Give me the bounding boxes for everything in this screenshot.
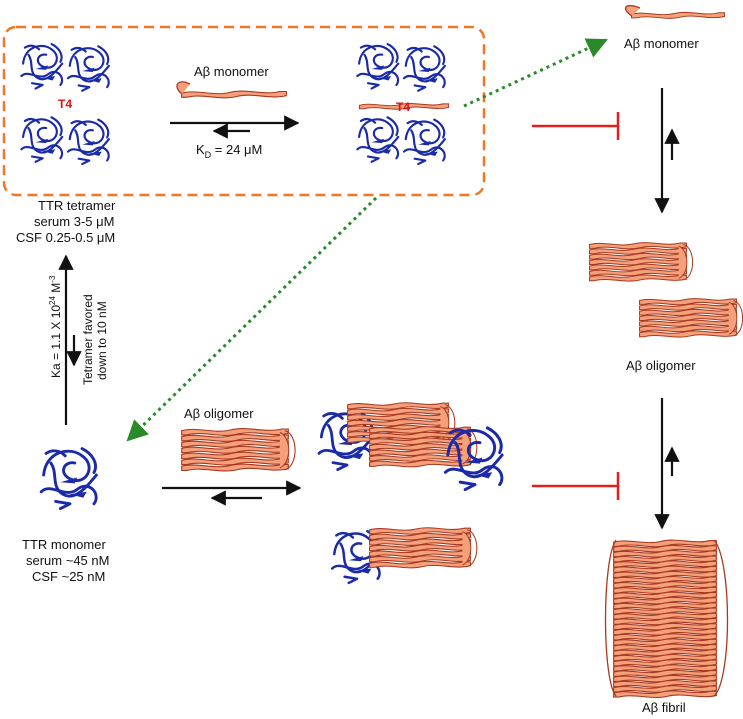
abeta-monomer-box-glyph [176,81,288,99]
abeta-monomer-box-label: Aβ monomer [194,64,269,79]
dotted-arrow-to-monomer [463,38,608,108]
tetramer-complex-box [2,25,486,197]
down-to-label: down to 10 nM [95,301,109,380]
abeta-fibril [604,539,729,699]
abeta-oligomer-right-2 [640,299,743,338]
ttr-tetramer-left: T4 [21,44,109,164]
dotted-arrow-to-ttr-monomer [126,196,378,442]
fibril-strand [612,690,718,699]
t4-left-label: T4 [58,97,72,111]
tetramer-serum-label: serum 3-5 μM [34,214,114,229]
abeta-oligomer-right-label: Aβ oligomer [626,358,696,373]
ttr-monomer [39,447,98,511]
abeta-oligomer-right-1 [590,243,693,282]
tetramer-favored-label: Tetramer favored [81,294,95,385]
ttr-abeta-complex-small [330,528,477,585]
ttr-abeta-complex-large [317,403,504,492]
ttr-tetramer-label: TTR tetramer [38,198,116,213]
ttr-tetramer-right: T4 [357,44,450,164]
abeta-monomer-right-glyph [624,4,726,20]
t4-right-label: T4 [396,100,410,114]
ka-label: Ka = 1.1 X 1024 M-3 [48,275,63,378]
abeta-fibril-label: Aβ fibril [642,700,686,715]
inhibition-bottom [532,472,620,500]
fibril-loop-left [604,539,617,697]
monomer-csf-label: CSF ~25 nM [32,569,105,584]
fibril-loop [713,539,729,697]
abeta-oligomer-mid [182,429,295,471]
abeta-monomer-right-label: Aβ monomer [624,36,699,51]
tetramer-csf-label: CSF 0.25-0.5 μM [16,230,115,245]
monomer-serum-label: serum ~45 nM [26,553,109,568]
kd-label: KD = 24 μM [196,142,262,160]
ttr-monomer-label: TTR monomer [22,537,106,552]
abeta-oligomer-mid-label: Aβ oligomer [184,406,254,421]
inhibition-top [532,112,620,140]
